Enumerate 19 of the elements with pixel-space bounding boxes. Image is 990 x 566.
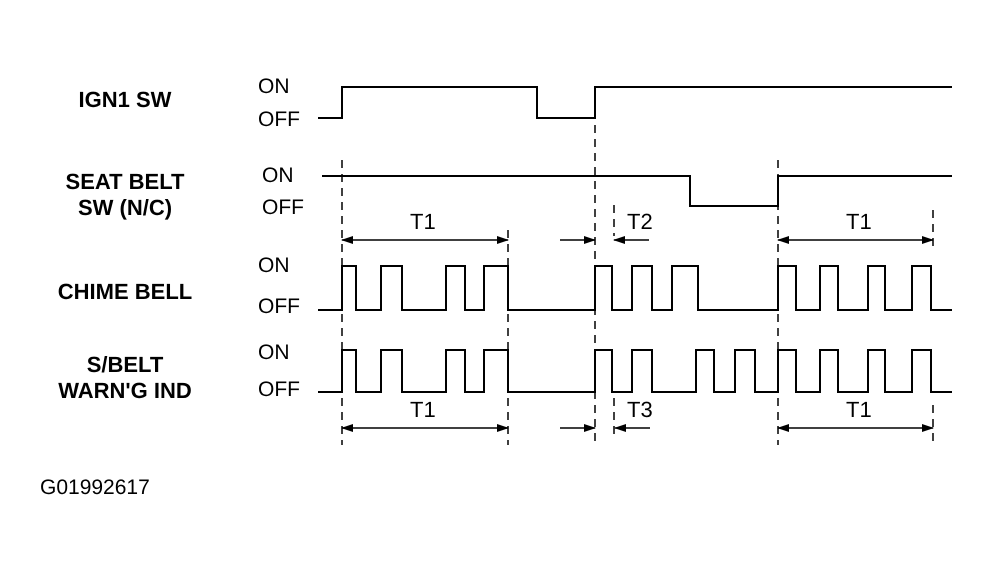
timing-label: T1 — [410, 397, 436, 423]
state-label: ON — [258, 74, 290, 100]
state-label: OFF — [262, 195, 304, 221]
timing-label: T2 — [627, 209, 653, 235]
timing-label: T1 — [410, 209, 436, 235]
state-label: OFF — [258, 294, 300, 320]
timing-label: T3 — [627, 397, 653, 423]
state-label: OFF — [258, 107, 300, 133]
timing-label: T1 — [846, 397, 872, 423]
figure-id: G01992617 — [40, 475, 150, 501]
state-label: ON — [258, 253, 290, 279]
signal-name: IGN1 SW — [78, 87, 172, 113]
signal-name: SEAT BELT SW (N/C) — [64, 169, 186, 221]
signal-name: S/BELT WARN'G IND — [57, 352, 193, 404]
timing-label: T1 — [846, 209, 872, 235]
state-label: ON — [258, 340, 290, 366]
state-label: ON — [262, 163, 294, 189]
state-label: OFF — [258, 377, 300, 403]
signal-name: CHIME BELL — [56, 279, 194, 305]
